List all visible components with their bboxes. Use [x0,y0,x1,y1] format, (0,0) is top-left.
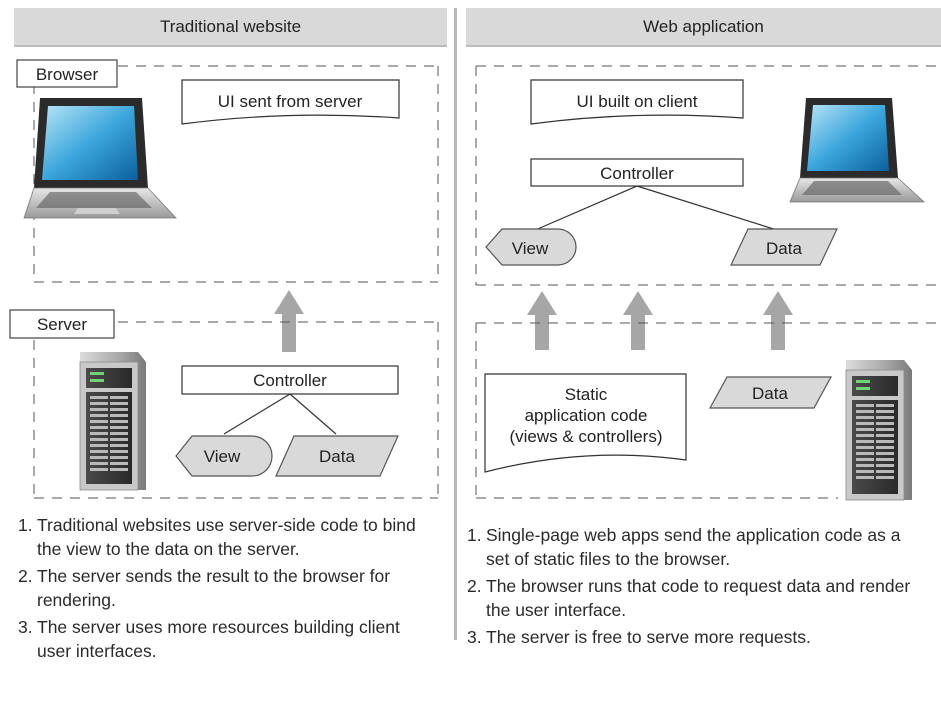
ui-sent-from-server-label: UI sent from server [218,92,363,111]
web-application-header: Web application [466,8,941,47]
connector-line [223,393,291,435]
browser-region [33,65,439,283]
note-text: Single-page web apps send the applicatio… [486,525,901,569]
note-number: 1. [18,515,33,535]
traditional-website-panel: Traditional website [14,8,447,47]
connector-line [289,393,337,435]
up-arrow [527,291,557,350]
ui-built-on-client-document: UI built on client [530,79,744,125]
static-code-line: application code [525,406,648,425]
laptop-icon [23,98,177,219]
laptop-icon [789,98,926,203]
server-data-label: Data [752,384,788,403]
controller-label: Controller [600,164,674,183]
note-item: 3.The server is free to serve more reque… [467,625,927,649]
browser-region [475,65,940,286]
note-number: 2. [18,566,33,586]
browser-label: Browser [36,65,99,84]
up-arrow [623,291,653,350]
note-number: 3. [467,627,482,647]
view-label: View [512,239,549,258]
connector-line [532,185,638,232]
note-text: The server sends the result to the brows… [37,566,391,610]
ui-built-on-client-label: UI built on client [577,92,698,111]
server-tower-icon [79,352,146,491]
note-item: 2.The server sends the result to the bro… [18,564,433,612]
note-text: Traditional websites use server-side cod… [37,515,416,559]
controller-box: Controller [181,365,399,395]
note-item: 1.Traditional websites use server-side c… [18,513,433,561]
server-tower-icon [845,360,912,501]
server-label-box: Server [9,309,115,339]
panel-divider [454,8,457,640]
webapp-notes-list: 1.Single-page web apps send the applicat… [467,523,927,652]
note-item: 2.The browser runs that code to request … [467,574,927,622]
server-region [33,321,439,499]
data-label: Data [319,447,355,466]
controller-label: Controller [253,371,327,390]
data-shape: Data [275,435,399,477]
view-shape: View [175,435,273,477]
note-number: 3. [18,617,33,637]
note-item: 3.The server uses more resources buildin… [18,615,433,663]
data-shape: Data [730,228,838,266]
server-label: Server [37,315,87,334]
traditional-notes-list: 1.Traditional websites use server-side c… [18,513,433,666]
static-application-code-document: Static application code (views & control… [484,373,687,473]
data-label: Data [766,239,802,258]
browser-label-box: Browser [16,59,118,88]
up-arrow [274,290,304,352]
server-data-shape: Data [708,376,833,409]
up-arrow [763,291,793,350]
note-item: 1.Single-page web apps send the applicat… [467,523,927,571]
note-number: 2. [467,576,482,596]
note-number: 1. [467,525,482,545]
note-text: The server is free to serve more request… [486,627,811,647]
connector-line [636,185,781,232]
note-text: The server uses more resources building … [37,617,400,661]
note-text: The browser runs that code to request da… [486,576,911,620]
static-code-line: Static [565,385,608,404]
ui-sent-from-server-document: UI sent from server [181,79,400,125]
view-label: View [204,447,241,466]
server-region [475,322,940,499]
static-code-line: (views & controllers) [509,427,662,446]
web-application-panel: Web application [466,8,941,47]
controller-box: Controller [530,158,744,187]
view-shape: View [485,228,577,266]
traditional-website-header: Traditional website [14,8,447,47]
